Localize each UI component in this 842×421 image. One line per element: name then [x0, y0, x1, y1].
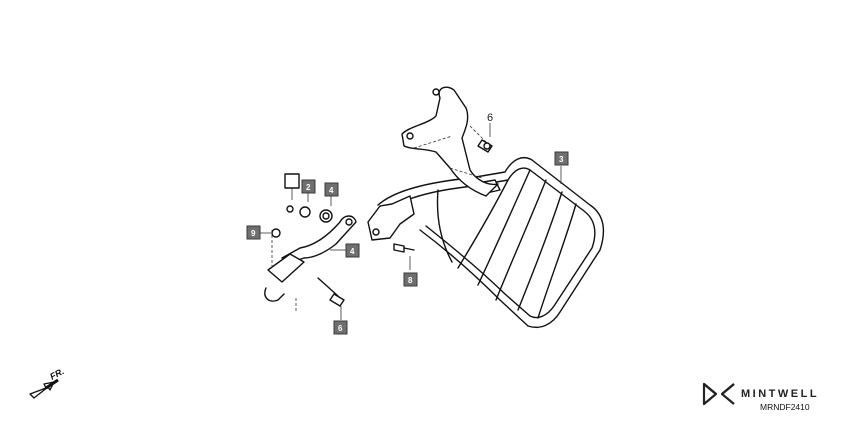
callout-box-8: [403, 272, 418, 287]
callout-box-6-lower: [333, 320, 348, 335]
callout-6-upper: 6: [487, 112, 493, 124]
callout-9: 9: [251, 229, 256, 238]
callout-2: 2: [306, 183, 311, 192]
front-direction-label: FR.: [48, 366, 65, 382]
bolt-upper: [469, 125, 493, 153]
upper-bracket: [401, 86, 499, 197]
callout-6-lower: 6: [338, 324, 343, 333]
callout-box-4-stay: [345, 243, 360, 258]
brand-name: MINTWELL: [741, 388, 819, 400]
callout-box-2: [301, 179, 316, 194]
mintwell-logo-icon: [702, 382, 735, 406]
callout-box-9: [246, 225, 261, 240]
callout-4-stay: 4: [350, 247, 355, 256]
collar-9: [260, 228, 281, 238]
hardware-cluster: [284, 173, 333, 223]
callout-8: 8: [408, 276, 413, 285]
callout-3: 3: [559, 155, 564, 164]
side-stay: [264, 215, 357, 312]
callout-box-3: [554, 151, 569, 166]
front-arrow-icon: [29, 378, 59, 399]
callout-box-4-cluster: [324, 182, 339, 197]
diagram-code: MRNDF2410: [760, 402, 810, 412]
callout-4-cluster: 4: [329, 186, 334, 195]
bolt-8: [393, 243, 415, 270]
